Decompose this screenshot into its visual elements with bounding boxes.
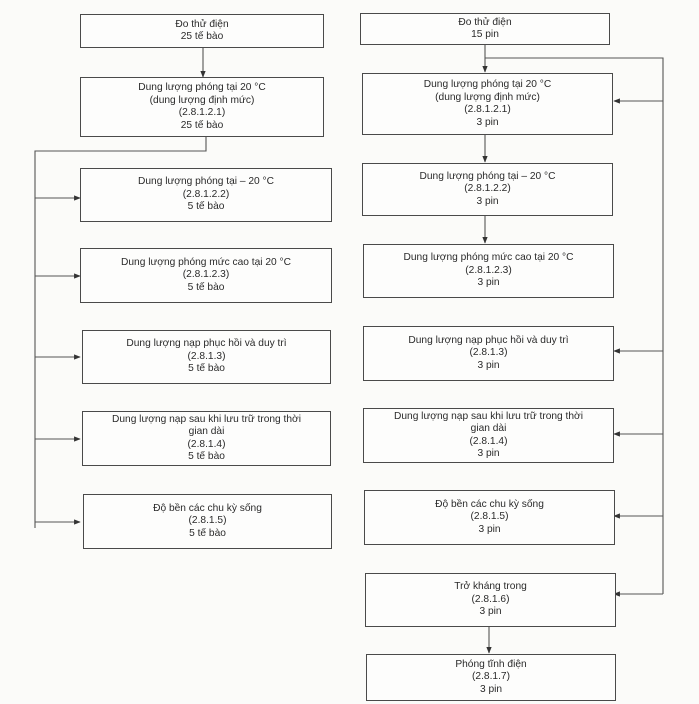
box-line: 5 tế bào: [188, 451, 225, 462]
box-line: 25 tế bào: [180, 119, 224, 131]
box-line: (2.8.1.4): [469, 435, 508, 447]
box-line: (2.8.1.3): [469, 347, 508, 359]
box-right-charge-retention: Dung lượng nạp phục hồi và duy trì (2.8.…: [363, 326, 614, 381]
box-line: 5 tế bào: [189, 527, 226, 539]
box-left-initial-test: Đo thử điện 25 tế bào: [80, 14, 324, 48]
box-right-rated-capacity: Dung lượng phóng tại 20 °C (dung lượng đ…: [362, 73, 613, 135]
box-right-cycle-life: Độ bền các chu kỳ sống (2.8.1.5) 3 pin: [364, 490, 615, 545]
box-line: (dung lượng định mức): [149, 94, 255, 106]
box-line: 3 pin: [477, 359, 500, 371]
box-line: Trở kháng trong: [454, 581, 527, 593]
box-right-high-rate: Dung lượng phóng mức cao tại 20 °C (2.8.…: [363, 244, 614, 298]
box-line: Dung lượng phóng mức cao tại 20 °C: [121, 256, 291, 268]
box-line: Dung lượng phóng tại 20 °C: [423, 79, 552, 90]
box-line: 3 pin: [479, 683, 503, 695]
box-line: Đo thử điện: [175, 18, 229, 30]
box-line: 3 pin: [479, 606, 502, 618]
box-line: 5 tế bào: [187, 201, 225, 213]
box-line: 3 pin: [476, 116, 499, 128]
box-line: (2.8.1.2.1): [178, 107, 226, 118]
box-right-esd: Phóng tĩnh điện (2.8.1.7) 3 pin: [366, 654, 616, 701]
box-left-rated-capacity: Dung lượng phóng tại 20 °C (dung lượng đ…: [80, 77, 324, 137]
box-left-charge-retention: Dung lượng nạp phục hồi và duy trì (2.8.…: [82, 330, 331, 384]
box-line: (2.8.1.2.3): [465, 264, 512, 276]
box-right-capacity-minus20: Dung lượng phóng tại – 20 °C (2.8.1.2.2)…: [362, 163, 613, 216]
box-line: Dung lượng phóng tại – 20 °C: [419, 170, 556, 182]
box-left-cycle-life: Độ bền các chu kỳ sống (2.8.1.5) 5 tế bà…: [83, 494, 332, 549]
box-line: (2.8.1.7): [472, 671, 510, 683]
box-line: Dung lượng phóng mức cao tại 20 °C: [403, 252, 574, 264]
box-line: (dung lượng định mức): [435, 91, 540, 103]
box-line: 3 pin: [477, 448, 500, 459]
box-line: (2.8.1.5): [470, 511, 509, 523]
box-line: Phóng tĩnh điện: [455, 658, 527, 670]
box-line: (2.8.1.3): [187, 350, 226, 362]
box-line: Độ bền các chu kỳ sống: [153, 502, 262, 514]
box-line: gian dài: [470, 423, 507, 434]
box-left-long-storage: Dung lượng nạp sau khi lưu trữ trong thờ…: [82, 411, 331, 466]
box-line: Đo thử điện: [458, 16, 512, 28]
box-line: Dung lượng nạp phục hồi và duy trì: [408, 334, 569, 346]
box-line: Dung lượng phóng tại – 20 °C: [138, 176, 274, 188]
box-right-internal-resistance: Trở kháng trong (2.8.1.6) 3 pin: [365, 573, 616, 627]
box-line: 3 pin: [476, 195, 499, 207]
box-line: Độ bền các chu kỳ sống: [435, 498, 544, 510]
box-line: (2.8.1.2.2): [464, 183, 511, 195]
box-line: 5 tế bào: [187, 281, 225, 293]
box-line: (2.8.1.2.3): [182, 269, 230, 281]
box-line: Dung lượng nạp sau khi lưu trữ trong thờ…: [394, 410, 583, 422]
box-line: (2.8.1.2.1): [464, 104, 511, 115]
box-left-high-rate: Dung lượng phóng mức cao tại 20 °C (2.8.…: [80, 248, 332, 303]
box-left-capacity-minus20: Dung lượng phóng tại – 20 °C (2.8.1.2.2)…: [80, 168, 332, 222]
box-line: 5 tế bào: [188, 363, 225, 375]
box-line: Dung lượng nạp sau khi lưu trữ trong thờ…: [112, 413, 301, 425]
box-line: 15 pin: [471, 29, 499, 40]
box-line: 3 pin: [478, 523, 501, 535]
box-right-long-storage: Dung lượng nạp sau khi lưu trữ trong thờ…: [363, 408, 614, 463]
box-line: (2.8.1.5): [188, 515, 227, 527]
box-line: (2.8.1.4): [187, 438, 226, 450]
box-line: gian dài: [188, 426, 225, 437]
box-line: Dung lượng nạp phục hồi và duy trì: [126, 338, 287, 350]
box-line: (2.8.1.6): [471, 593, 510, 605]
box-line: 25 tế bào: [180, 31, 224, 42]
box-line: 3 pin: [477, 277, 500, 289]
box-line: Dung lượng phóng tại 20 °C: [138, 82, 266, 93]
box-right-initial-test: Đo thử điện 15 pin: [360, 13, 610, 45]
box-line: (2.8.1.2.2): [182, 188, 230, 200]
